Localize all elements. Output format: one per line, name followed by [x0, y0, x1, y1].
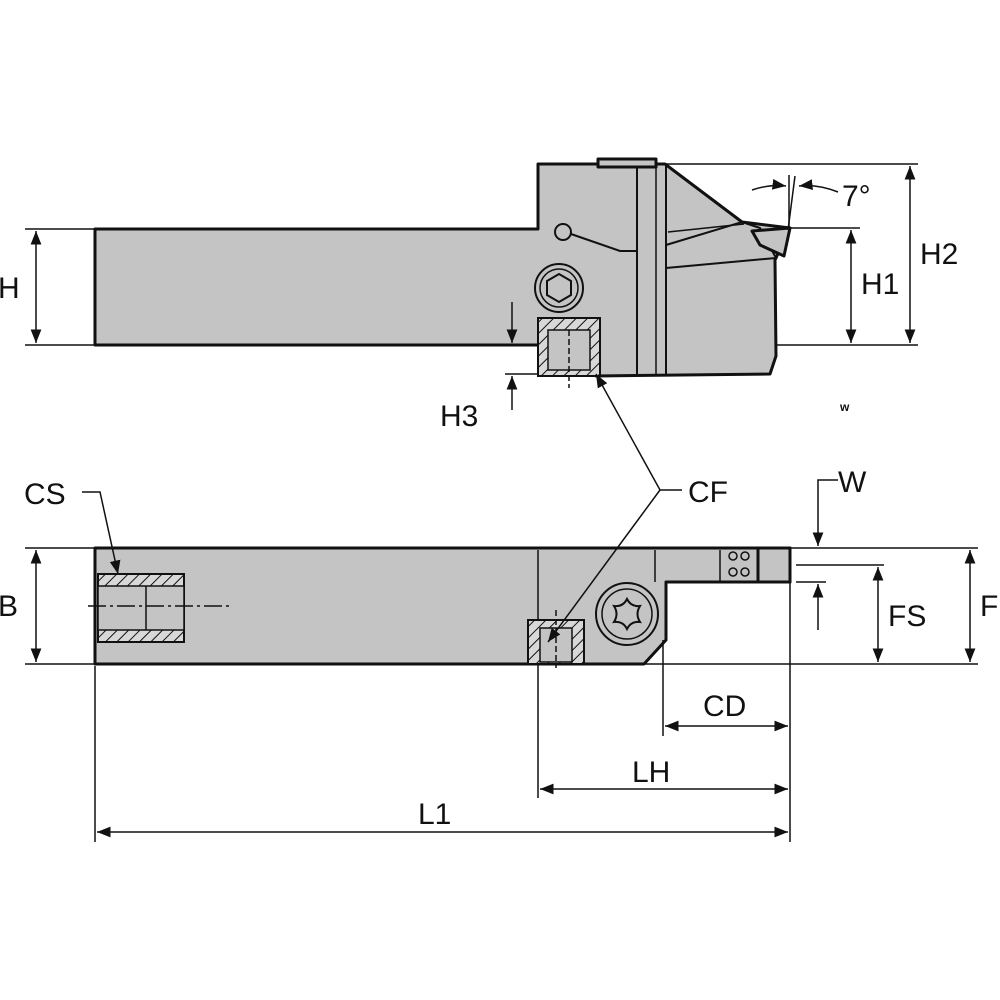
pivot-pin	[554, 223, 572, 241]
coolant-side-port-bore	[97, 585, 185, 631]
hex-socket-icon	[546, 272, 572, 304]
label-cd: CD	[703, 690, 746, 723]
label-w: W	[838, 466, 867, 499]
label-fs: FS	[888, 600, 926, 633]
plan-insert	[756, 546, 792, 584]
label-cs: CS	[24, 478, 66, 511]
plan-view-dimensions	[25, 479, 978, 842]
plan-insert-hole-2	[740, 551, 750, 561]
dimension-labels: H H1 H2 H3 7° w CS CF W B FS F CD LH L1	[0, 180, 998, 831]
head-top-rib	[596, 157, 658, 169]
leader-cf-bottom	[547, 489, 661, 643]
dim-angle-arrow-left	[751, 178, 787, 191]
label-h3: H3	[440, 400, 478, 433]
plan-insert-hole-1	[728, 551, 738, 561]
side-view	[93, 157, 792, 388]
label-b: B	[0, 590, 18, 623]
label-h: H	[0, 272, 20, 305]
plan-insert-hole-4	[740, 567, 750, 577]
clamp-screw-ring	[539, 268, 579, 308]
lever-line	[570, 233, 637, 252]
torx-socket-icon	[612, 596, 642, 632]
label-small-mark: w	[839, 400, 850, 414]
label-cf: CF	[688, 476, 728, 509]
clamp-arm	[665, 220, 778, 269]
dim-angle-tilt-line	[787, 175, 796, 231]
plan-view	[88, 546, 792, 668]
label-h1: H1	[861, 268, 899, 301]
leader-lines	[82, 373, 682, 643]
side-view-shank	[93, 162, 792, 378]
grooving-insert	[750, 226, 792, 258]
torx-screw-head	[595, 582, 659, 646]
torx-screw-ring	[601, 588, 653, 640]
leader-cs	[82, 491, 121, 575]
label-f: F	[980, 590, 998, 623]
label-l1: L1	[418, 798, 451, 831]
clamp-arm-inner	[667, 223, 745, 233]
label-lh: LH	[632, 756, 670, 789]
plan-insert-hole-3	[728, 567, 738, 577]
dim-angle-arrow-right	[798, 179, 839, 193]
side-view-dimensions	[25, 163, 918, 410]
clamp-screw-head	[534, 263, 584, 313]
leader-cf-top	[595, 373, 682, 491]
label-h2: H2	[920, 238, 958, 271]
dim-w-arrow-top	[812, 479, 838, 546]
label-angle: 7°	[842, 180, 871, 213]
